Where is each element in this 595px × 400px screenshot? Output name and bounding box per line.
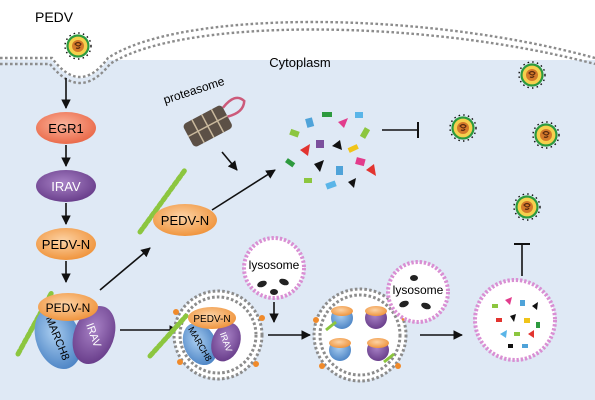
arrow xyxy=(211,169,276,211)
irav-node xyxy=(36,170,96,202)
arrow xyxy=(99,247,151,291)
pedv-n-node xyxy=(38,293,98,321)
cytoplasm-area xyxy=(0,60,595,400)
pedv-n-node xyxy=(188,307,236,329)
pedv-n-label: PEDV-N xyxy=(42,237,90,252)
march8-node xyxy=(34,307,82,369)
cytoplasm-label: Cytoplasm xyxy=(269,55,330,70)
autolysosome xyxy=(312,287,408,383)
irav-label: IRAV xyxy=(51,179,81,194)
irav-node xyxy=(72,305,116,365)
lysosome-vesicle xyxy=(242,236,306,300)
plasma-membrane-inner xyxy=(0,28,595,85)
ubiquitin-chain xyxy=(147,313,189,359)
entering-virion xyxy=(63,31,93,61)
degradative-lysosome xyxy=(473,278,557,362)
arrow xyxy=(221,151,238,171)
lysosome-label: lysosome xyxy=(393,283,444,297)
pedv-n-node xyxy=(153,204,217,236)
egr1-label: EGR1 xyxy=(48,121,83,136)
march8-node xyxy=(182,322,218,366)
lysosome-vesicle xyxy=(386,260,450,324)
pedv-n-label: PEDV-N xyxy=(161,213,209,228)
degraded-fragments xyxy=(285,112,376,190)
pedv-n-label: PEDV-N xyxy=(193,314,230,325)
pedv-n-node xyxy=(36,228,96,260)
plasma-membrane xyxy=(0,20,595,79)
egr1-node xyxy=(36,112,96,144)
lysosome-label: lysosome xyxy=(249,258,300,272)
pedv-label: PEDV xyxy=(35,9,74,25)
ubiquitin-chain xyxy=(137,167,188,235)
irav-node xyxy=(211,322,241,362)
proteasome-icon xyxy=(183,96,246,147)
pedv-n-label: PEDV-N xyxy=(46,301,91,315)
